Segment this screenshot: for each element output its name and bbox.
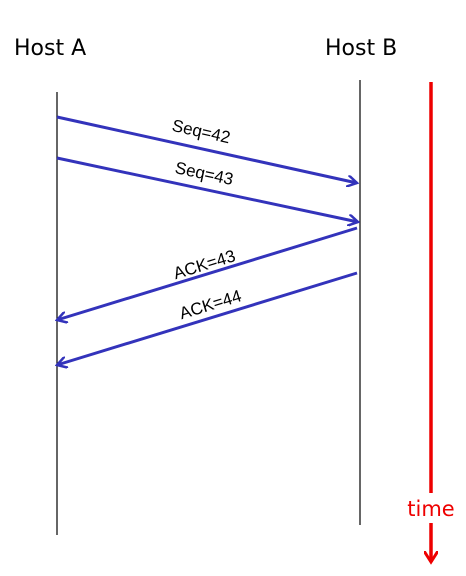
- host-a-label: Host A: [14, 36, 86, 61]
- time-label-background: [400, 493, 462, 523]
- time-axis-label: time: [407, 497, 454, 521]
- message-arrow: [56, 115, 357, 183]
- message-seq-43: Seq=43: [56, 156, 358, 222]
- message-label: ACK=43: [171, 246, 238, 283]
- message-arrow: [57, 271, 358, 365]
- message-arrow: [56, 156, 358, 222]
- message-ack-44: ACK=44: [57, 271, 358, 365]
- message-arrow: [57, 226, 358, 320]
- host-b-label: Host B: [325, 36, 397, 61]
